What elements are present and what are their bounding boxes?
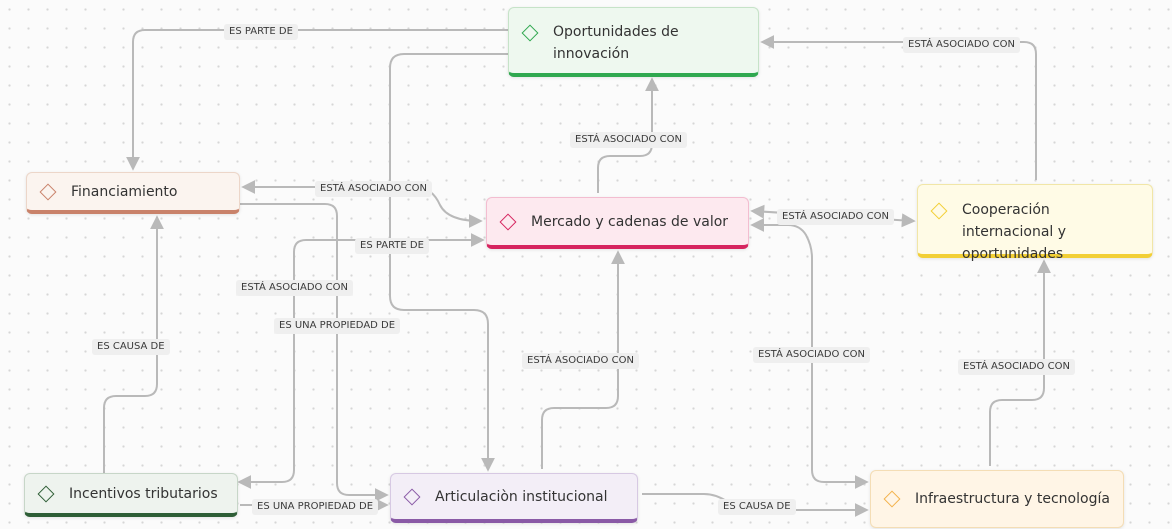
node-articulacion-institucional[interactable]: Articulaciòn institucional xyxy=(390,473,638,523)
diamond-icon xyxy=(37,485,55,502)
node-title: Incentivos tributarios xyxy=(69,485,218,502)
edge-label: ES CAUSA DE xyxy=(92,339,170,355)
diamond-icon xyxy=(499,213,517,230)
edge-merc-infra xyxy=(750,218,869,489)
node-cooperacion-internacional[interactable]: Cooperación internacional y oportunidade… xyxy=(917,184,1153,262)
node-oportunidades-de-innovacion[interactable]: Oportunidades de innovación xyxy=(508,7,759,77)
node-infraestructura-y-tecnologia[interactable]: Infraestructura y tecnología xyxy=(870,470,1124,528)
edge-label: ES UNA PROPIEDAD DE xyxy=(252,499,379,515)
edge-incen-fin xyxy=(103,215,164,473)
edge-coop-oport xyxy=(760,35,1037,180)
edge-label: ESTÁ ASOCIADO CON xyxy=(522,353,639,369)
edge-label: ES PARTE DE xyxy=(224,24,298,40)
edge-infra-coop xyxy=(989,259,1051,466)
diamond-icon xyxy=(521,24,539,42)
diamond-icon xyxy=(930,202,948,220)
edge-oport-financiamiento xyxy=(126,29,508,171)
node-title: Financiamiento xyxy=(71,183,178,200)
node-title: Articulaciòn institucional xyxy=(435,488,608,505)
edge-label: ES UNA PROPIEDAD DE xyxy=(274,318,401,334)
edge-label: ESTÁ ASOCIADO CON xyxy=(903,37,1020,53)
edge-label: ESTÁ ASOCIADO CON xyxy=(777,209,894,225)
node-financiamiento[interactable]: Financiamiento xyxy=(26,172,240,214)
node-mercado-y-cadenas-de-valor[interactable]: Mercado y cadenas de valor xyxy=(486,197,749,249)
node-incentivos-tributarios[interactable]: Incentivos tributarios xyxy=(24,473,238,517)
node-title: Cooperación internacional y oportunidade… xyxy=(962,202,1067,262)
edge-label: ESTÁ ASOCIADO CON xyxy=(236,280,353,296)
edge-label: ESTÁ ASOCIADO CON xyxy=(315,181,432,197)
edge-fin-artic xyxy=(240,203,389,502)
edge-label: ESTÁ ASOCIADO CON xyxy=(570,132,687,148)
node-title: Infraestructura y tecnología xyxy=(915,491,1110,507)
diamond-icon xyxy=(883,490,901,508)
edge-oport-artic xyxy=(389,53,508,472)
edge-incen-merc xyxy=(237,233,485,489)
edge-label: ESTÁ ASOCIADO CON xyxy=(753,347,870,363)
node-title: Oportunidades de innovación xyxy=(553,24,679,62)
edge-label: ES PARTE DE xyxy=(355,238,429,254)
edge-label: ES CAUSA DE xyxy=(718,499,796,515)
diamond-icon xyxy=(39,183,57,200)
edge-artic-merc xyxy=(541,250,625,469)
diamond-icon xyxy=(403,488,421,505)
edge-label: ESTÁ ASOCIADO CON xyxy=(958,359,1075,375)
node-title: Mercado y cadenas de valor xyxy=(531,213,729,230)
edge-merc-oport xyxy=(597,77,659,193)
